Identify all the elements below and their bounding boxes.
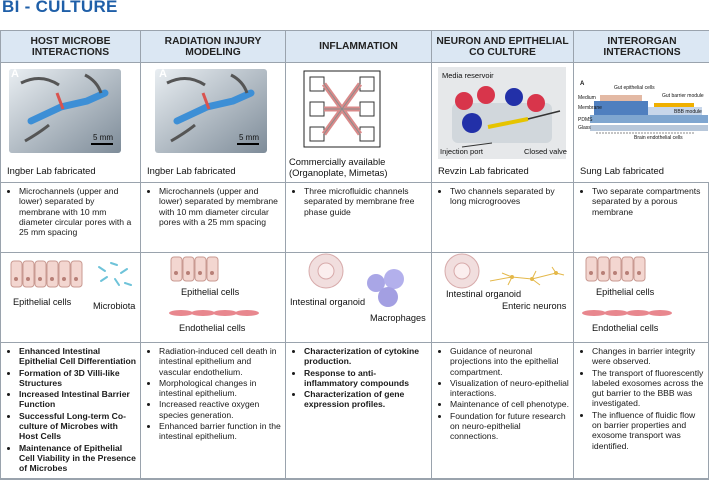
cell-label-organoid: Intestinal organoid (290, 297, 366, 307)
cell-label-endothelial: Endothelial cells (592, 323, 659, 333)
chip-photo (155, 69, 267, 153)
panel-tag: A (11, 68, 19, 80)
design-host-microbe: Microchannels (upper and lower) separate… (1, 183, 141, 253)
epithelial-endothelial-illustration (169, 256, 259, 316)
design-item: Microchannels (upper and lower) separate… (159, 186, 281, 227)
organoid-neuron-illustration (444, 253, 565, 289)
outcomes-inflammation: Characterization of cytokine production.… (286, 343, 432, 479)
organoid-macrophage-illustration (308, 253, 404, 307)
header-neuron-epithelial: NEURON AND EPITHELIAL CO CULTURE (432, 31, 574, 63)
outcome-item: The transport of fluorescently labeled e… (592, 368, 706, 409)
outcome-item: Morphological changes in intestinal epit… (159, 378, 281, 399)
interorgan-diagram (590, 95, 708, 134)
photo-label-injection: Injection port (440, 147, 483, 156)
outcome-item: Enhanced Intestinal Epithelial Cell Diff… (19, 346, 136, 367)
header-inflammation: INFLAMMATION (286, 31, 432, 63)
panel-tag: A (159, 68, 167, 80)
outcome-item: Visualization of neuro-epithelial intera… (450, 378, 569, 399)
outcome-item: Successful Long-term Co-culture of Micro… (19, 411, 136, 442)
device-image-neuron: Media reservoir Injection port Closed va… (432, 63, 574, 183)
cell-label-epithelial: Epithelial cells (13, 297, 72, 307)
cell-label-macrophages: Macrophages (370, 313, 426, 323)
design-item: Two channels separated by long microgroo… (450, 186, 569, 207)
design-radiation: Microchannels (upper and lower) separate… (141, 183, 286, 253)
scale-label: 5 mm (239, 133, 259, 142)
outcome-item: Radiation-induced cell death in intestin… (159, 346, 281, 377)
diagram-tag: A (580, 81, 585, 87)
diagram-label: Gut barrier module (662, 93, 704, 99)
device-photo (438, 67, 566, 159)
diagram-label: Medium (578, 95, 596, 101)
cell-label-epithelial: Epithelial cells (181, 287, 240, 297)
design-item: Two separate compartments separated by a… (592, 186, 706, 217)
cells-inflammation: Intestinal organoid Macrophages (286, 253, 432, 343)
outcome-item: The influence of fluidic flow on barrier… (592, 410, 706, 451)
design-item: Three microfluidic channels separated by… (304, 186, 427, 217)
diagram-label: Membrane (578, 105, 602, 111)
cells-neuron: Intestinal organoid Enteric neurons (432, 253, 574, 343)
outcome-item: Response to anti-inflammatory compounds (304, 368, 427, 389)
outcome-item: Guidance of neuronal projections into th… (450, 346, 569, 377)
page-title: BI - CULTURE (2, 0, 118, 16)
device-image-inflammation: Commercially available (Organoplate, Mim… (286, 63, 432, 183)
outcome-item: Formation of 3D Villi-like Structures (19, 368, 136, 389)
outcomes-radiation: Radiation-induced cell death in intestin… (141, 343, 286, 479)
design-interorgan: Two separate compartments separated by a… (574, 183, 709, 253)
outcome-item: Changes in barrier integrity were observ… (592, 346, 706, 367)
outcome-item: Enhanced barrier function in the intesti… (159, 421, 281, 442)
header-host-microbe: HOST MICROBE INTERACTIONS (1, 31, 141, 63)
epithelial-microbiota-illustration (10, 260, 132, 288)
organoplate-diagram (303, 70, 381, 148)
cell-label-microbiota: Microbiota (93, 301, 136, 311)
cells-interorgan: Epithelial cells Endothelial cells (574, 253, 709, 343)
outcome-item: Characterization of gene expression prof… (304, 389, 427, 410)
diagram-label: Glass (578, 125, 591, 131)
diagram-label: PDMS (578, 117, 593, 123)
image-caption: Sung Lab fabricated (580, 165, 664, 176)
image-caption: Ingber Lab fabricated (7, 165, 96, 176)
device-image-host-microbe: A 5 mm Ingber Lab fabricated (1, 63, 141, 183)
photo-label-reservoir: Media reservoir (442, 71, 494, 80)
diagram-label: Gut epithelial cells (614, 85, 655, 91)
design-neuron: Two channels separated by long microgroo… (432, 183, 574, 253)
image-caption: Revzin Lab fabricated (438, 165, 529, 176)
outcome-item: Maintenance of cell phenotype. (450, 399, 569, 409)
cells-radiation: Epithelial cells Endothelial cells (141, 253, 286, 343)
design-inflammation: Three microfluidic channels separated by… (286, 183, 432, 253)
header-radiation-injury: RADIATION INJURY MODELING (141, 31, 286, 63)
device-image-radiation: A 5 mm Ingber Lab fabricated (141, 63, 286, 183)
scale-label: 5 mm (93, 133, 113, 142)
culture-table: HOST MICROBE INTERACTIONS RADIATION INJU… (0, 30, 709, 480)
design-item: Microchannels (upper and lower) separate… (19, 186, 136, 237)
header-interorgan: INTERORGAN INTERACTIONS (574, 31, 709, 63)
photo-label-valve: Closed valve (524, 147, 567, 156)
cell-label-endothelial: Endothelial cells (179, 323, 246, 333)
chip-photo (9, 69, 121, 153)
cells-host-microbe: Epithelial cells Microbiota (1, 253, 141, 343)
outcome-item: Increased Intestinal Barrier Function (19, 389, 136, 410)
outcome-item: Foundation for future research on neuro-… (450, 411, 569, 442)
diagram-label: Brain endothelial cells (634, 135, 683, 141)
outcome-item: Characterization of cytokine production. (304, 346, 427, 367)
image-caption: Ingber Lab fabricated (147, 165, 236, 176)
image-caption: Commercially available (Organoplate, Mim… (289, 156, 388, 178)
cell-label-neurons: Enteric neurons (502, 301, 567, 311)
device-image-interorgan: A Gut epithelial cells Gut barrier modul… (574, 63, 709, 183)
cell-label-organoid: Intestinal organoid (446, 289, 522, 299)
outcome-item: Maintenance of Epithelial Cell Viability… (19, 443, 136, 474)
outcome-item: Increased reactive oxygen species genera… (159, 399, 281, 420)
outcomes-host-microbe: Enhanced Intestinal Epithelial Cell Diff… (1, 343, 141, 479)
outcomes-interorgan: Changes in barrier integrity were observ… (574, 343, 709, 479)
diagram-label: BBB module (674, 109, 702, 115)
epithelial-endothelial-illustration (582, 256, 672, 316)
outcomes-neuron: Guidance of neuronal projections into th… (432, 343, 574, 479)
cell-label-epithelial: Epithelial cells (596, 287, 655, 297)
